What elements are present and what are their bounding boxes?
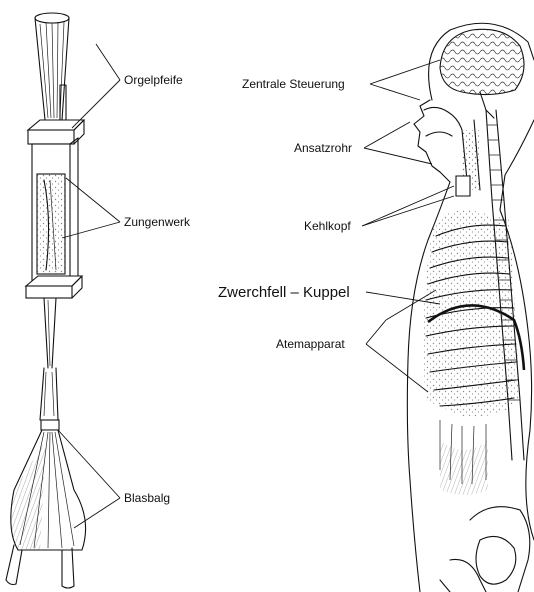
label-orgelpfeife: Orgelpfeife xyxy=(124,73,183,87)
pelvis xyxy=(440,507,530,592)
wind-tube xyxy=(40,298,59,430)
vocal-tract xyxy=(424,107,480,196)
label-blasbalg: Blasbalg xyxy=(124,491,170,505)
label-ansatzrohr: Ansatzrohr xyxy=(294,141,352,155)
bellows xyxy=(6,430,86,588)
organ-pipe-illustration xyxy=(6,13,86,588)
labels: Orgelpfeife Zungenwerk Blasbalg Zentrale… xyxy=(124,73,352,505)
label-zungenwerk: Zungenwerk xyxy=(124,215,191,229)
label-zentrale-steuerung: Zentrale Steuerung xyxy=(242,77,345,91)
rib-cage xyxy=(423,210,524,495)
reed-box xyxy=(26,138,82,298)
label-zwerchfell-kuppel: Zwerchfell – Kuppel xyxy=(218,284,350,301)
organ-pipe-cone xyxy=(35,13,69,128)
label-atemapparat: Atemapparat xyxy=(276,337,345,351)
human-torso-illustration xyxy=(407,23,534,592)
brain xyxy=(440,29,524,118)
label-kehlkopf: Kehlkopf xyxy=(304,219,351,233)
